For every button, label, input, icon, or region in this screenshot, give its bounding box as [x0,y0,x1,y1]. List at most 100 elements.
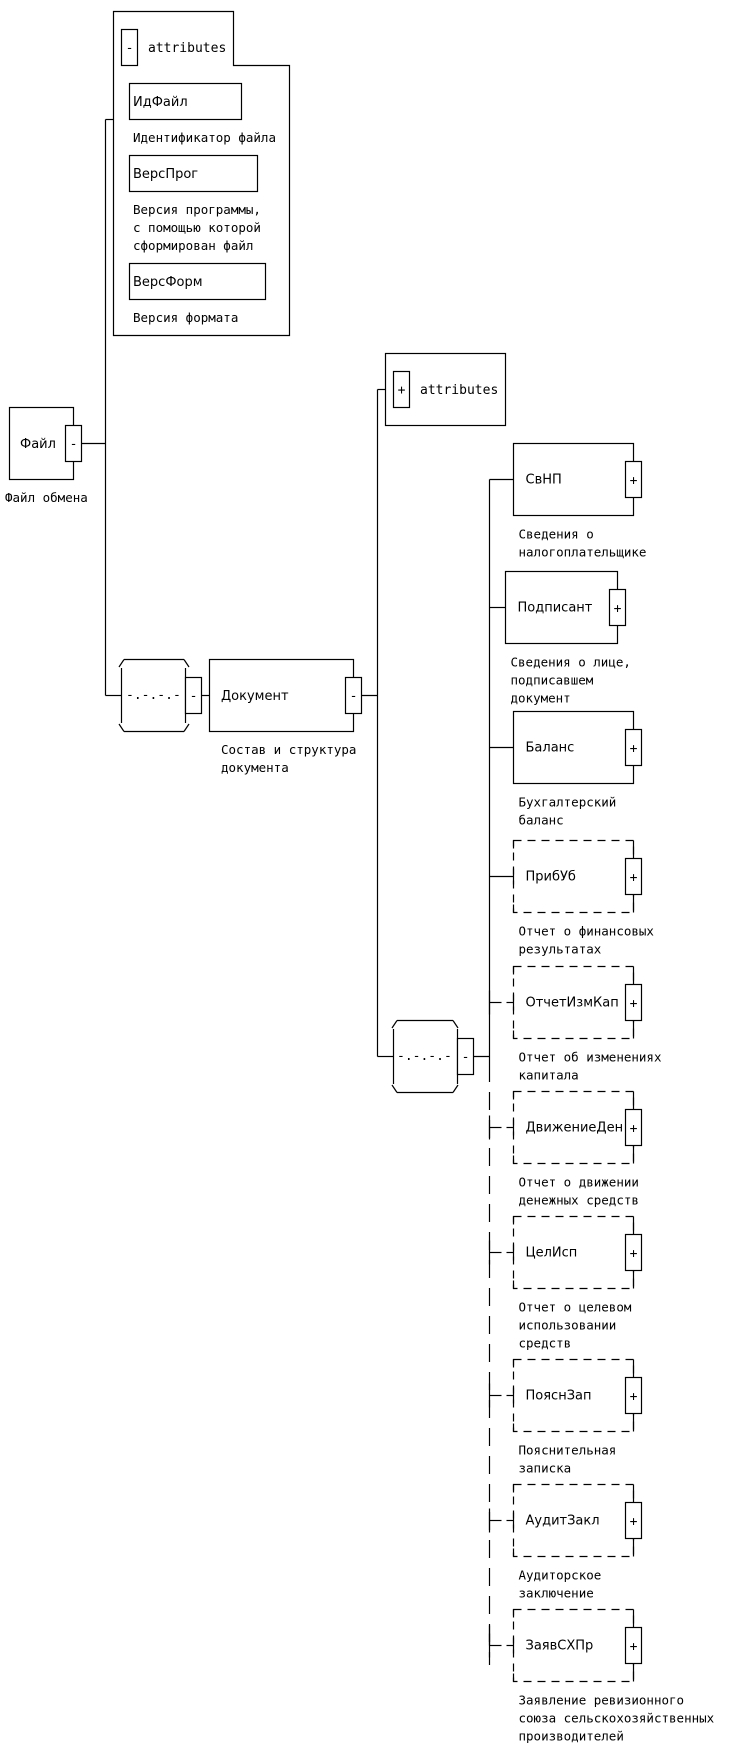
plus-icon: + [614,602,622,617]
attribute-description: Версия формата [133,310,238,325]
element-description: налогоплательщике [519,545,647,560]
choice-dots: -.-.-.- [397,1049,452,1064]
optional-element-box[interactable] [512,965,635,1040]
document-box[interactable] [208,658,355,733]
optional-element-box[interactable] [512,839,635,914]
plus-icon: + [630,1247,638,1262]
element-name: ПояснЗап [526,1389,592,1404]
expand-toggle[interactable]: + [624,460,643,499]
element-description: подписавшем [511,673,594,688]
attribute-item[interactable]: ИдФайл Идентификатор файла [128,82,277,146]
document-element[interactable]: Документ - Состав и структура документа [208,658,363,776]
element-name: ЦелИсп [526,1246,578,1261]
element-box[interactable] [512,710,635,785]
file-attributes-label: attributes [148,41,226,56]
attribute-item[interactable]: ВерсПрог Версия программы, с помощью кот… [128,154,261,254]
expand-toggle[interactable]: + [624,728,643,767]
element-description: записка [519,1461,572,1476]
attribute-item[interactable]: ВерсФорм Версия формата [128,262,267,326]
root-connectors [81,118,121,697]
element-name: Подписант [518,601,593,616]
child-element[interactable]: Подписант + Сведения о лице, подписавшем док… [504,570,631,706]
sequence-dots: -.-.-.- [126,688,181,703]
element-description: капитала [519,1068,579,1083]
plus-icon: + [630,1640,638,1655]
attribute-description: с помощью которой [133,220,261,235]
child-element[interactable]: СвНП + Сведения о налогоплательщике [512,442,647,560]
element-description: заключение [519,1586,594,1601]
document-description: Состав и структура [221,742,356,757]
minus-icon: - [70,437,78,452]
element-name: Баланс [526,741,575,756]
expand-toggle[interactable]: + [624,857,643,896]
element-description: результатах [519,942,602,957]
root-description: Файл обмена [5,490,88,505]
expand-toggle[interactable]: + [624,1233,643,1272]
plus-icon: + [630,871,638,886]
root-name: Файл [20,437,56,452]
optional-element-box[interactable] [512,1358,635,1433]
plus-icon: + [630,1515,638,1530]
file-attributes-toggle[interactable]: - [120,28,139,67]
element-description: Заявление ревизионного [519,1693,685,1708]
plus-icon: + [630,742,638,757]
element-description: Отчет о целевом [519,1300,632,1315]
element-description: использовании [519,1318,617,1333]
choice-collapse-toggle[interactable]: - [456,1037,475,1076]
attribute-name: ВерсПрог [133,167,198,182]
expand-toggle[interactable]: + [624,1376,643,1415]
optional-element-box[interactable] [512,1608,635,1683]
document-attributes[interactable]: + attributes [384,352,507,427]
attribute-box[interactable] [128,82,243,121]
expand-toggle[interactable]: + [624,1501,643,1540]
plus-icon: + [630,1390,638,1405]
sequence-collapse-toggle[interactable]: - [184,676,203,715]
element-name: ОтчетИзмКап [526,996,619,1011]
optional-element-box[interactable] [512,1483,635,1558]
attribute-box[interactable] [128,262,267,301]
minus-icon: - [462,1050,470,1065]
child-element[interactable]: ЦелИсп + Отчет о целевом использовании средс… [512,1215,643,1351]
plus-icon: + [630,1122,638,1137]
document-collapse-toggle[interactable]: - [344,676,363,715]
expand-toggle[interactable]: + [624,1108,643,1147]
expand-toggle[interactable]: + [608,588,627,627]
plus-icon: + [398,383,406,398]
element-description: Сведения о лице, [511,655,631,670]
file-attributes-group: - attributes ИдФайл Идентификатор файла … [112,10,291,337]
attribute-description: Идентификатор файла [133,130,276,145]
root-collapse-toggle[interactable]: - [64,424,83,463]
element-name: СвНП [526,473,562,488]
choice-compositor[interactable]: -.-.-.- - [391,1019,475,1094]
element-description: средств [519,1336,572,1351]
element-description: Отчет о движении [519,1175,639,1190]
attribute-box[interactable] [128,154,259,193]
element-description: денежных средств [519,1193,639,1208]
element-description: документ [511,691,571,706]
optional-element-box[interactable] [512,1215,635,1290]
element-description: Бухгалтерский [519,795,617,810]
document-description: документа [221,760,289,775]
document-attributes-label: attributes [420,383,498,398]
document-attributes-toggle[interactable]: + [392,370,411,409]
document-children: СвНП + Сведения о налогоплательщикеПодписан… [488,442,715,1744]
optional-element-box[interactable] [512,1090,635,1165]
element-description: Сведения о [519,527,594,542]
root-element[interactable]: Файл - Файл обмена [5,406,88,506]
attribute-name: ИдФайл [133,95,188,110]
element-name: ПрибУб [526,870,576,885]
expand-toggle[interactable]: + [624,1626,643,1665]
sequence-compositor[interactable]: -.-.-.- - [118,658,203,733]
root-box[interactable] [8,406,75,481]
element-box[interactable] [512,442,635,517]
expand-toggle[interactable]: + [624,983,643,1022]
plus-icon: + [630,474,638,489]
